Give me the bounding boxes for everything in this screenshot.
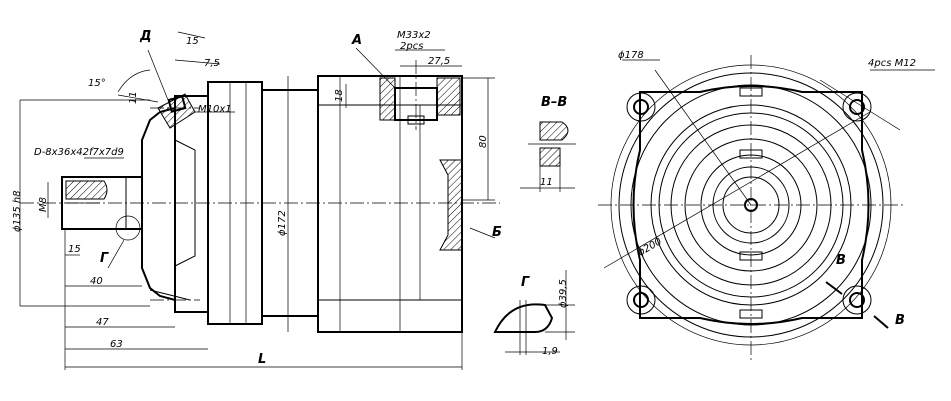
dim-15: 15 — [186, 36, 199, 47]
dim-7-5: 7,5 — [204, 58, 220, 69]
mounting-hole-br — [842, 285, 872, 315]
label-b: Б — [492, 225, 502, 240]
side-dimensions — [19, 31, 496, 370]
dim-18: 18 — [334, 89, 345, 102]
dim-11-top: 11 — [128, 91, 139, 104]
front-holes: 4pcs M12 — [868, 58, 916, 69]
front-view: ϕ178 4pcs M12 ϕ200 В В — [598, 50, 935, 360]
section-g-dim-1-9: 1,9 — [542, 346, 558, 357]
label-d: Д — [139, 29, 152, 44]
section-g: Г ϕ39,5 1,9 — [493, 270, 575, 357]
dim-m8: M8 — [38, 197, 49, 212]
label-a: А — [351, 33, 362, 48]
port-section-d — [157, 93, 196, 129]
dim-L: L — [258, 352, 266, 367]
dim-63: 63 — [110, 339, 123, 350]
dim-dia-172: ϕ172 — [277, 210, 288, 236]
front-cut-label-2: В — [895, 313, 905, 328]
dim-m10: M10x1 — [198, 104, 232, 115]
label-g: Г — [100, 251, 109, 266]
shaft — [61, 176, 143, 241]
dim-40: 40 — [90, 276, 103, 287]
dim-m33-count: 2pcs — [400, 41, 423, 52]
mounting-hole-bl — [626, 285, 656, 315]
dim-27-5: 27,5 — [428, 56, 450, 67]
section-vv-dim-11: 11 — [540, 177, 553, 188]
side-view: Д А Б Г 15 7,5 15° 11 M10x1 M33x2 2pcs 2… — [12, 29, 502, 370]
dim-dia-135: ϕ135 h8 — [12, 190, 23, 232]
dim-angle-15: 15° — [88, 78, 106, 89]
dim-47: 47 — [96, 317, 109, 328]
dim-m33: M33x2 — [397, 30, 431, 41]
mounting-hole-tl — [626, 92, 656, 122]
section-g-dia-39-5: ϕ39,5 — [558, 279, 569, 308]
front-dia-178: ϕ178 — [618, 50, 644, 61]
dim-15-shaft: 15 — [68, 244, 81, 255]
section-g-title: Г — [521, 275, 530, 290]
dim-80: 80 — [478, 135, 489, 148]
port-section-a — [379, 60, 461, 130]
section-vv: В–В 11 — [520, 95, 576, 192]
dim-spline: D-8x36x42f7x7d9 — [34, 147, 124, 158]
front-dia-200: ϕ200 — [636, 236, 664, 258]
section-vv-title: В–В — [541, 95, 567, 110]
mounting-hole-tr — [842, 92, 872, 122]
front-cut-label-1: В — [836, 253, 846, 268]
